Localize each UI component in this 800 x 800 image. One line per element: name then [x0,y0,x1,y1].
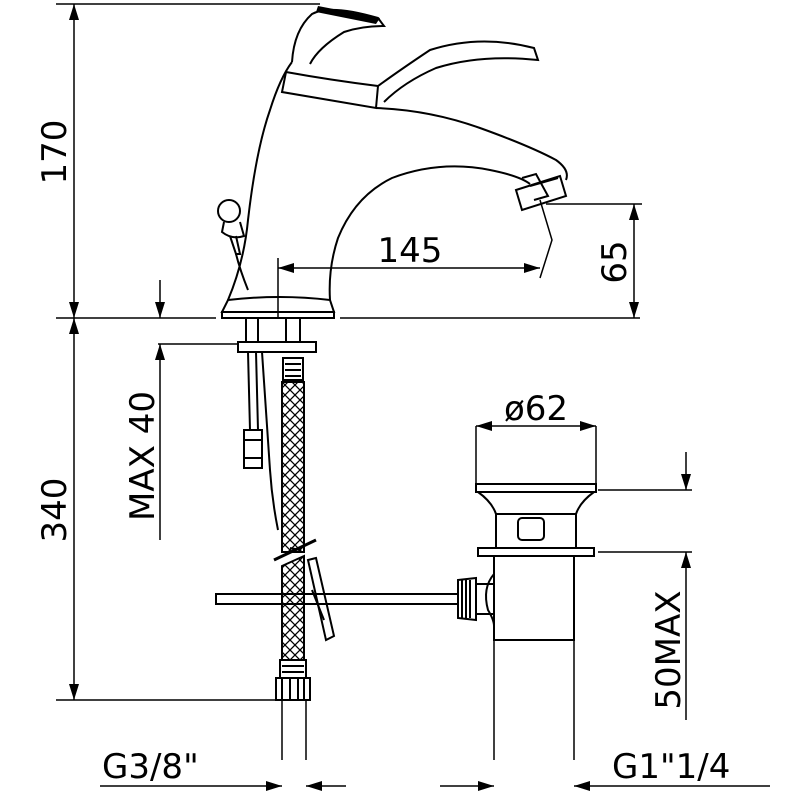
dim-waste-diameter: ø62 [504,389,568,429]
mounting-assembly [237,318,317,760]
dim-spout-height: 65 [595,240,635,283]
dim-waste-thread: G1"1/4 [612,747,730,787]
popup-linkage [215,556,459,642]
dim-height-bottom: 340 [35,478,75,543]
dim-waste-max: 50MAX [649,590,689,709]
dim-max-thickness: MAX 40 [123,391,163,521]
waste-assembly [457,483,597,760]
dimension-lines [56,3,770,791]
faucet-body [217,6,568,319]
dim-spout-reach: 145 [378,231,443,271]
dim-hose-thread: G3/8" [102,747,199,787]
dim-height-top: 170 [35,120,75,185]
